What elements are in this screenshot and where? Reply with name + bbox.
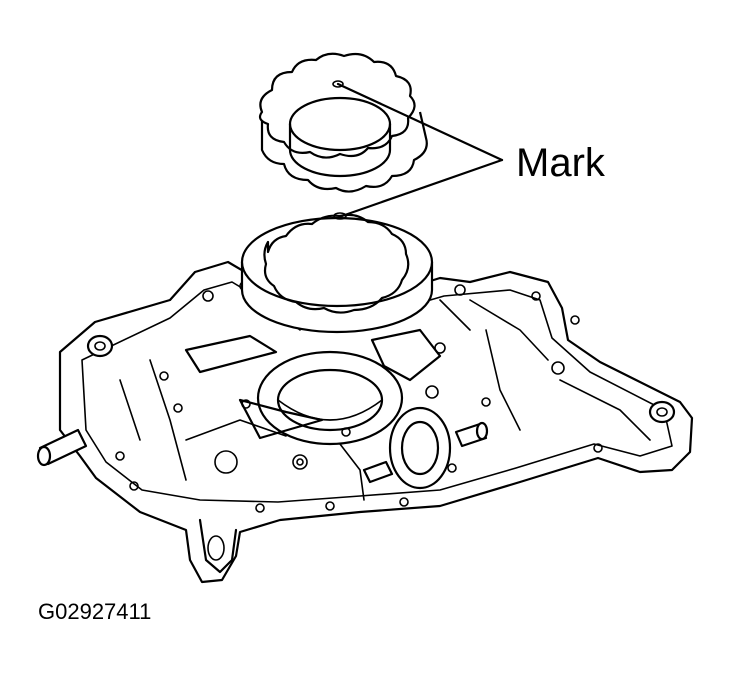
driven-rotor	[240, 212, 434, 334]
drive-rotor	[258, 52, 428, 193]
pump-body	[36, 260, 694, 584]
mark-leader-lines	[336, 82, 504, 218]
mark-callout-label: Mark	[516, 141, 605, 185]
figure-id: G02927411	[38, 599, 152, 624]
